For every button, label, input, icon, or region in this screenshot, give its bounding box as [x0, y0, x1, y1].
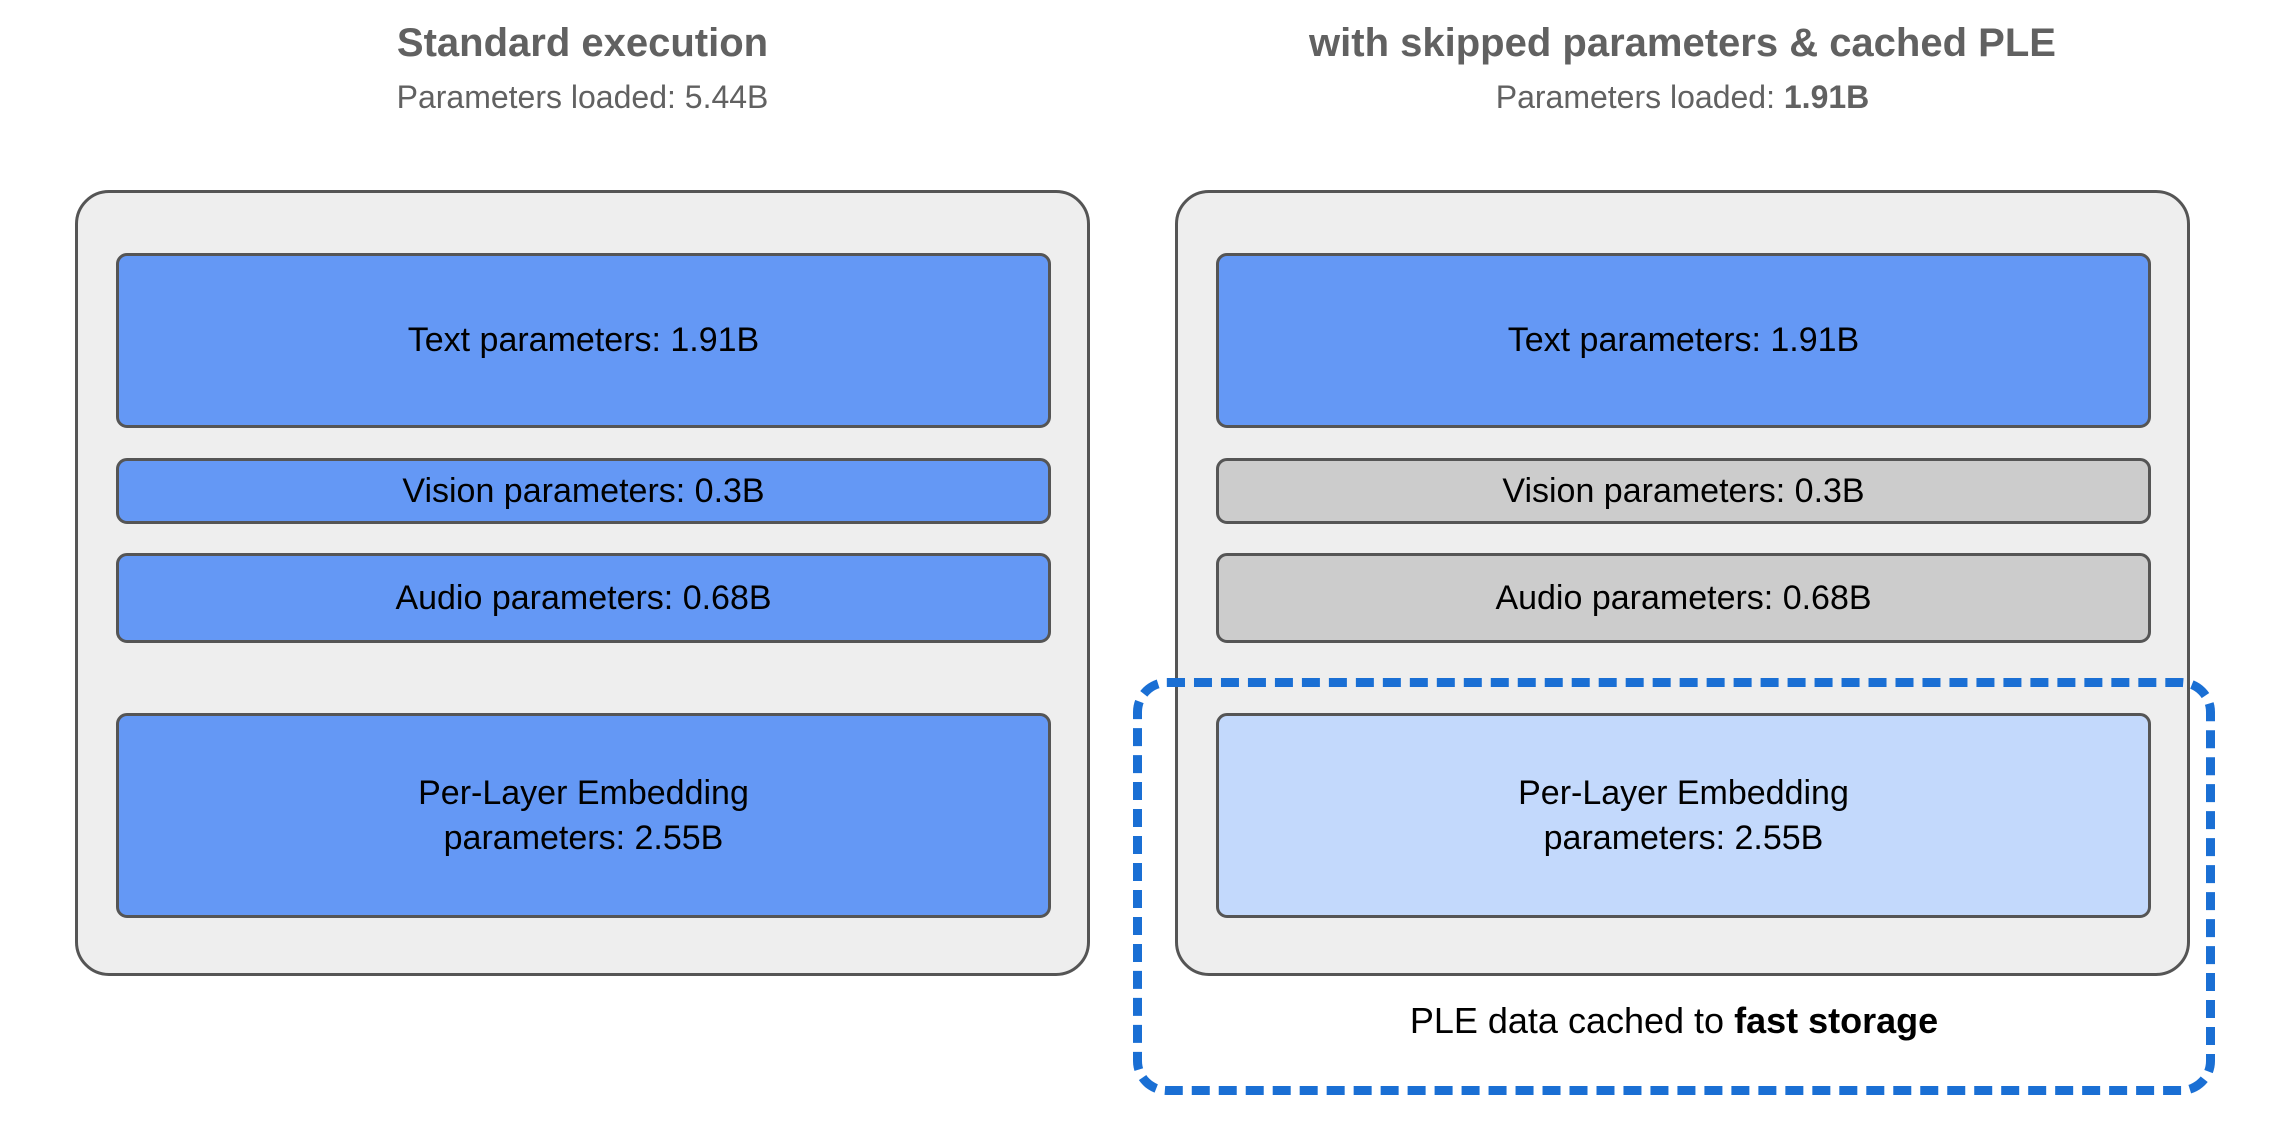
memory-panel-standard: Text parameters: 1.91B Vision parameters… [75, 190, 1090, 976]
param-block-ple-standard: Per-Layer Embedding parameters: 2.55B [116, 713, 1051, 918]
param-block-text-standard: Text parameters: 1.91B [116, 253, 1051, 428]
column-subtitle-optimized: Parameters loaded: 1.91B [1175, 79, 2190, 116]
param-block-label: Vision parameters: 0.3B [402, 471, 765, 510]
param-block-text-optimized: Text parameters: 1.91B [1216, 253, 2151, 428]
cache-caption: PLE data cached to fast storage [1133, 1000, 2215, 1042]
parameters-loaded-value-standard: 5.44B [684, 79, 769, 115]
param-block-vision-optimized: Vision parameters: 0.3B [1216, 458, 2151, 524]
column-header-optimized: with skipped parameters & cached PLE Par… [1175, 20, 2190, 116]
cache-caption-prefix: PLE data cached to [1409, 1000, 1735, 1041]
param-block-label: Audio parameters: 0.68B [1495, 578, 1872, 617]
param-block-audio-optimized: Audio parameters: 0.68B [1216, 553, 2151, 643]
param-block-label-line2: parameters: 2.55B [1543, 818, 1824, 857]
param-block-vision-standard: Vision parameters: 0.3B [116, 458, 1051, 524]
param-block-label-line1: Per-Layer Embedding [1518, 773, 1849, 812]
column-title-optimized: with skipped parameters & cached PLE [1309, 21, 2056, 65]
param-block-label-line1: Per-Layer Embedding [418, 773, 749, 812]
column-header-standard: Standard execution Parameters loaded: 5.… [75, 20, 1090, 116]
column-title-standard: Standard execution [396, 21, 769, 65]
memory-panel-optimized: Text parameters: 1.91B Vision parameters… [1175, 190, 2190, 976]
param-block-label: Per-Layer Embedding parameters: 2.55B [418, 771, 749, 861]
param-block-label: Text parameters: 1.91B [407, 321, 760, 360]
cache-highlight-box [1133, 678, 2215, 1095]
parameters-loaded-label-standard: Parameters loaded: [396, 79, 685, 115]
param-block-label: Per-Layer Embedding parameters: 2.55B [1518, 771, 1849, 861]
param-block-label: Audio parameters: 0.68B [395, 578, 772, 617]
param-block-label: Vision parameters: 0.3B [1502, 471, 1865, 510]
param-block-audio-standard: Audio parameters: 0.68B [116, 553, 1051, 643]
param-block-label: Text parameters: 1.91B [1507, 321, 1860, 360]
param-block-label-line2: parameters: 2.55B [443, 818, 724, 857]
parameters-loaded-label-optimized: Parameters loaded: [1495, 79, 1784, 115]
parameters-loaded-value-optimized: 1.91B [1783, 79, 1870, 115]
column-subtitle-standard: Parameters loaded: 5.44B [75, 79, 1090, 116]
param-block-ple-optimized: Per-Layer Embedding parameters: 2.55B [1216, 713, 2151, 918]
cache-caption-emphasis: fast storage [1734, 1000, 1939, 1041]
